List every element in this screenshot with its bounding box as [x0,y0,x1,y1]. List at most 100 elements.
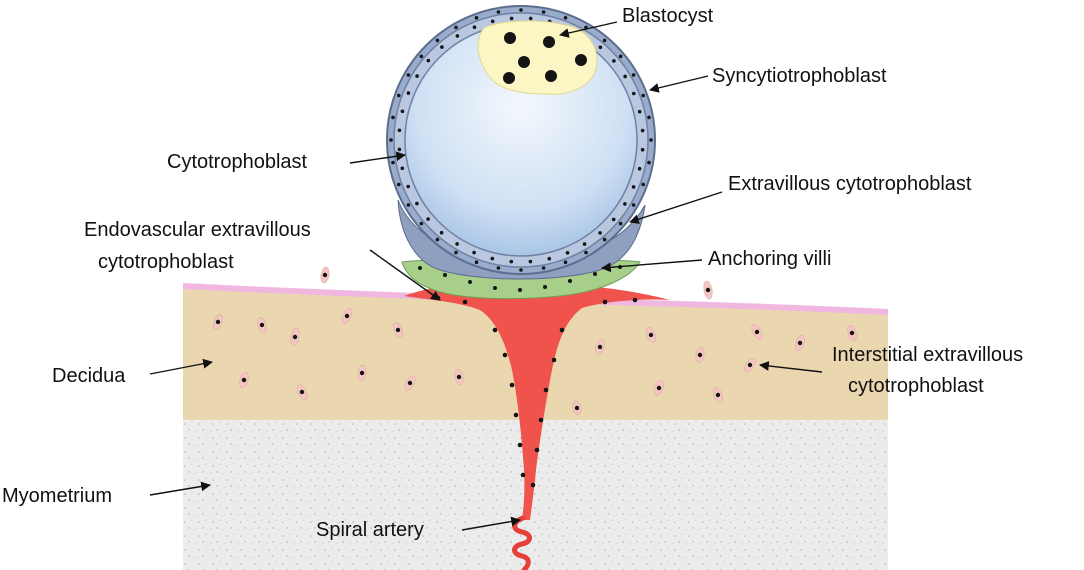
trophoblast-nucleus [472,250,476,255]
trophoblast-nucleus [641,182,645,187]
trophoblast-nucleus [406,91,411,95]
trophoblast-nucleus [391,160,395,165]
trophoblast-nucleus [618,54,623,59]
decidual-stromal-cells [213,266,857,416]
trophoblast-nucleus [611,217,616,222]
trophoblast-nucleus [509,259,514,264]
anchoring-villi-nuclei [418,265,622,292]
trophoblast-nucleus [598,45,603,50]
trophoblast-nucleus [389,138,393,142]
trophoblast-nucleus [415,74,419,78]
label-interstitial-line2: cytotrophoblast [848,375,984,397]
trophoblast-nucleus [496,266,501,270]
trophoblast-nucleus [632,91,636,96]
trophoblast-nucleus [631,203,636,207]
trophoblast-nucleus [509,16,514,21]
label-endovascular-line2: cytotrophoblast [98,251,234,273]
trophoblast-nucleus [541,10,546,14]
trophoblast-nucleus [640,147,645,152]
trophoblast-nucleus [426,58,431,63]
label-anchoring-villi: Anchoring villi [708,248,831,270]
label-extravillous-cytotrophoblast: Extravillous cytotrophoblast [728,173,972,195]
trophoblast-nucleus [455,34,460,38]
trophoblast-nucleus [541,266,546,270]
trophoblast-nucleus [602,237,607,242]
trophoblast-nucleus [519,268,523,272]
inner-cell-mass-nuclei [503,32,587,84]
trophoblast-nucleus [623,202,627,206]
trophoblast-nucleus [528,259,533,264]
label-endovascular-line1: Endovascular extravillous [84,219,311,241]
label-cytotrophoblast: Cytotrophoblast [167,151,308,173]
trophoblast-nucleus [454,250,458,255]
trophoblast-nucleus [528,16,533,21]
trophoblast-nucleus [440,45,444,49]
trophoblast-nucleus [490,19,495,24]
trophoblast-nucleus [618,221,623,226]
trophoblast-nucleus [547,256,552,261]
label-blastocyst: Blastocyst [622,5,714,27]
trophoblast-nucleus [397,93,401,98]
trophoblast-nucleus [435,237,440,242]
trophoblast-nucleus [490,256,495,261]
trophoblast-nucleus [397,128,402,133]
spiral-artery-coil [512,515,532,570]
label-interstitial-line1: Interstitial extravillous [832,344,1023,366]
trophoblast-nucleus [565,251,570,255]
trophoblast-nucleus [455,242,459,246]
trophoblast-nucleus [474,15,479,20]
trophoblast-nucleus [400,109,405,114]
arrow-myometrium [149,481,211,496]
trophoblast-nucleus [415,201,419,206]
trophoblast-nucleus [519,8,523,12]
arrow-decidua [149,358,213,375]
trophoblast-nucleus [397,182,401,187]
trophoblast-nucleus [637,109,642,114]
arrow-blastocyst [559,21,618,38]
trophoblast-nucleus [406,184,411,189]
decidual-nuclei [215,272,855,411]
trophoblast-nucleus [426,217,430,221]
arrow-cytotrophoblast [349,151,406,164]
trophoblast-nucleus [584,250,588,255]
arrow-spiral-artery [461,516,521,531]
label-arrows [149,21,823,531]
label-spiral-artery: Spiral artery [316,519,424,541]
trophoblast-nucleus [406,73,411,77]
trophoblast-nucleus [647,115,651,120]
trophoblast-nucleus [435,38,440,43]
trophoblast-nucleus [474,260,479,265]
trophoblast-nucleus [406,203,411,207]
arrow-extravillous [629,191,723,224]
trophoblast-nucleus [598,231,602,235]
trophoblast-nucleus [472,25,477,30]
arrow-endovascular [369,249,441,301]
trophoblast-nucleus [649,138,653,142]
trophoblast-nucleus [602,38,607,43]
arrow-syncytiotrophoblast [649,75,709,93]
trophoblast-nucleus [419,221,424,226]
trophoblast-nucleus [640,128,645,133]
arrow-anchoring-villi [601,259,703,273]
trophoblast-nuclei [389,8,653,272]
trophoblast-nucleus [563,15,568,20]
trophoblast-nucleus [631,185,636,189]
trophoblast-nucleus [612,59,616,63]
trophoblast-nucleus [637,166,642,171]
trophoblast-nucleus [419,54,424,59]
spiral-artery [404,284,670,520]
label-decidua: Decidua [52,365,126,387]
trophoblast-nucleus [631,73,636,77]
label-syncytiotrophoblast: Syncytiotrophoblast [712,65,887,87]
label-myometrium: Myometrium [2,485,112,507]
trophoblast-nucleus [641,93,645,98]
trophoblast-nucleus [496,10,501,14]
trophoblast-nucleus [400,166,405,171]
trophoblast-nucleus [397,147,402,152]
trophoblast-nucleus [623,74,627,79]
trophoblast-nucleus [391,115,395,120]
arrow-interstitial [759,361,823,373]
trophoblast-nucleus [439,230,444,235]
trophoblast-nucleus [563,260,568,265]
